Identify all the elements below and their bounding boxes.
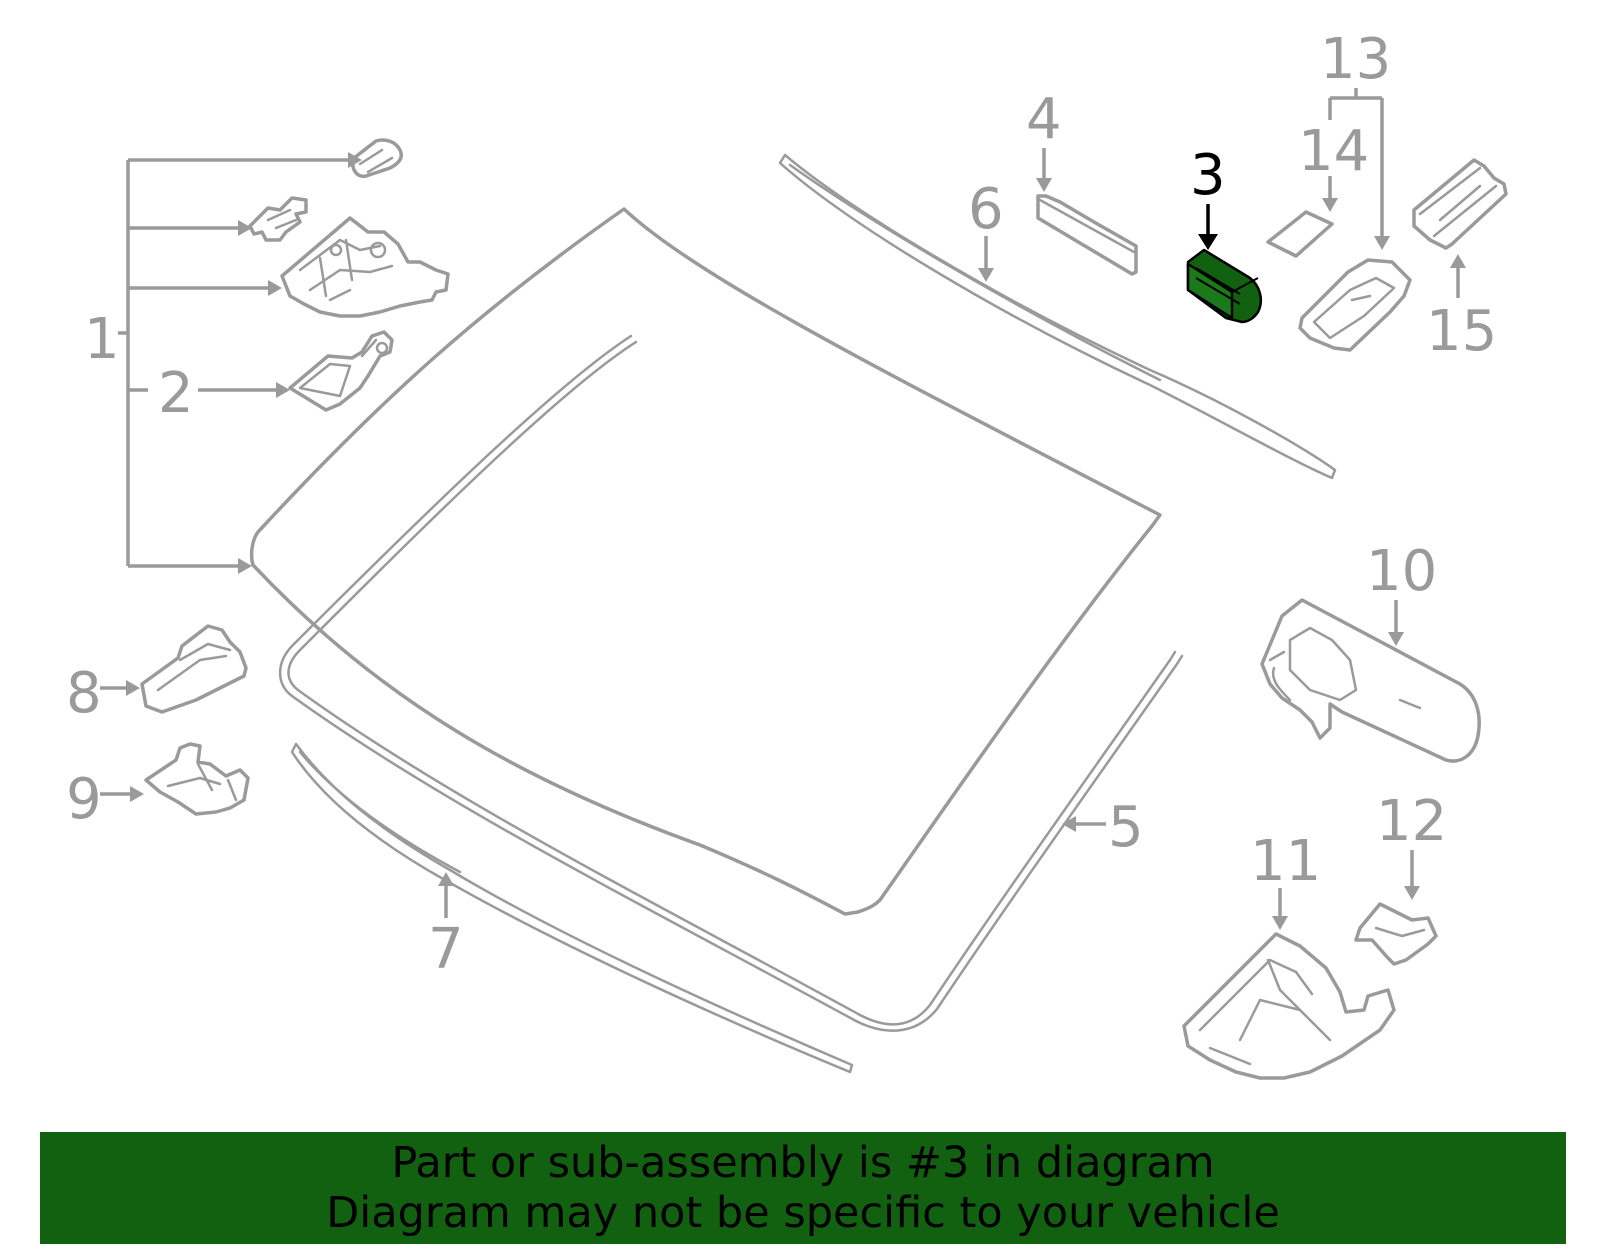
part-1-clip-top[interactable] bbox=[351, 138, 403, 179]
part-3-highlighted-bracket[interactable] bbox=[1186, 248, 1262, 324]
banner-line-1: Part or sub-assembly is #3 in diagram bbox=[391, 1138, 1215, 1188]
part-11-console-housing[interactable] bbox=[1182, 932, 1396, 1080]
callout-7: 7 bbox=[428, 917, 464, 982]
callout-15: 15 bbox=[1426, 299, 1497, 364]
part-2-sensor-cover[interactable] bbox=[288, 330, 394, 412]
leader-part-3 bbox=[1198, 204, 1218, 250]
banner-line-2: Diagram may not be specific to your vehi… bbox=[326, 1188, 1280, 1238]
part-1-bracket-large[interactable] bbox=[280, 216, 450, 318]
part-7-lower-molding[interactable] bbox=[290, 742, 854, 1074]
part-14-label[interactable] bbox=[1266, 210, 1334, 258]
part-4-pad[interactable] bbox=[1036, 194, 1138, 276]
callout-9: 9 bbox=[66, 767, 102, 832]
part-10-mirror[interactable] bbox=[1260, 598, 1481, 763]
callout-6: 6 bbox=[968, 177, 1004, 242]
callout-10: 10 bbox=[1366, 539, 1437, 604]
part-5-windshield-molding[interactable] bbox=[278, 334, 1184, 1032]
leader-lines bbox=[100, 88, 1466, 930]
callout-3: 3 bbox=[1190, 143, 1226, 208]
part-13-camera-bracket[interactable] bbox=[1298, 258, 1412, 352]
part-6-upper-molding[interactable] bbox=[778, 153, 1337, 480]
callout-13: 13 bbox=[1320, 27, 1391, 92]
windshield-glass bbox=[249, 207, 1162, 916]
part-1-clip-middle[interactable] bbox=[248, 196, 308, 242]
part-15-cover[interactable] bbox=[1412, 158, 1508, 250]
callout-1: 1 bbox=[84, 307, 120, 372]
callout-12: 12 bbox=[1376, 789, 1447, 854]
callout-14: 14 bbox=[1298, 119, 1369, 184]
part-8-rain-sensor[interactable] bbox=[140, 624, 248, 714]
part-12-clip[interactable] bbox=[1354, 902, 1438, 966]
callout-2: 2 bbox=[158, 361, 194, 426]
part-9-bracket[interactable] bbox=[144, 742, 250, 816]
info-banner: Part or sub-assembly is #3 in diagram Di… bbox=[40, 1132, 1566, 1244]
callout-11: 11 bbox=[1250, 829, 1321, 894]
callout-8: 8 bbox=[66, 661, 102, 726]
callout-5: 5 bbox=[1108, 795, 1144, 860]
callout-4: 4 bbox=[1026, 87, 1062, 152]
